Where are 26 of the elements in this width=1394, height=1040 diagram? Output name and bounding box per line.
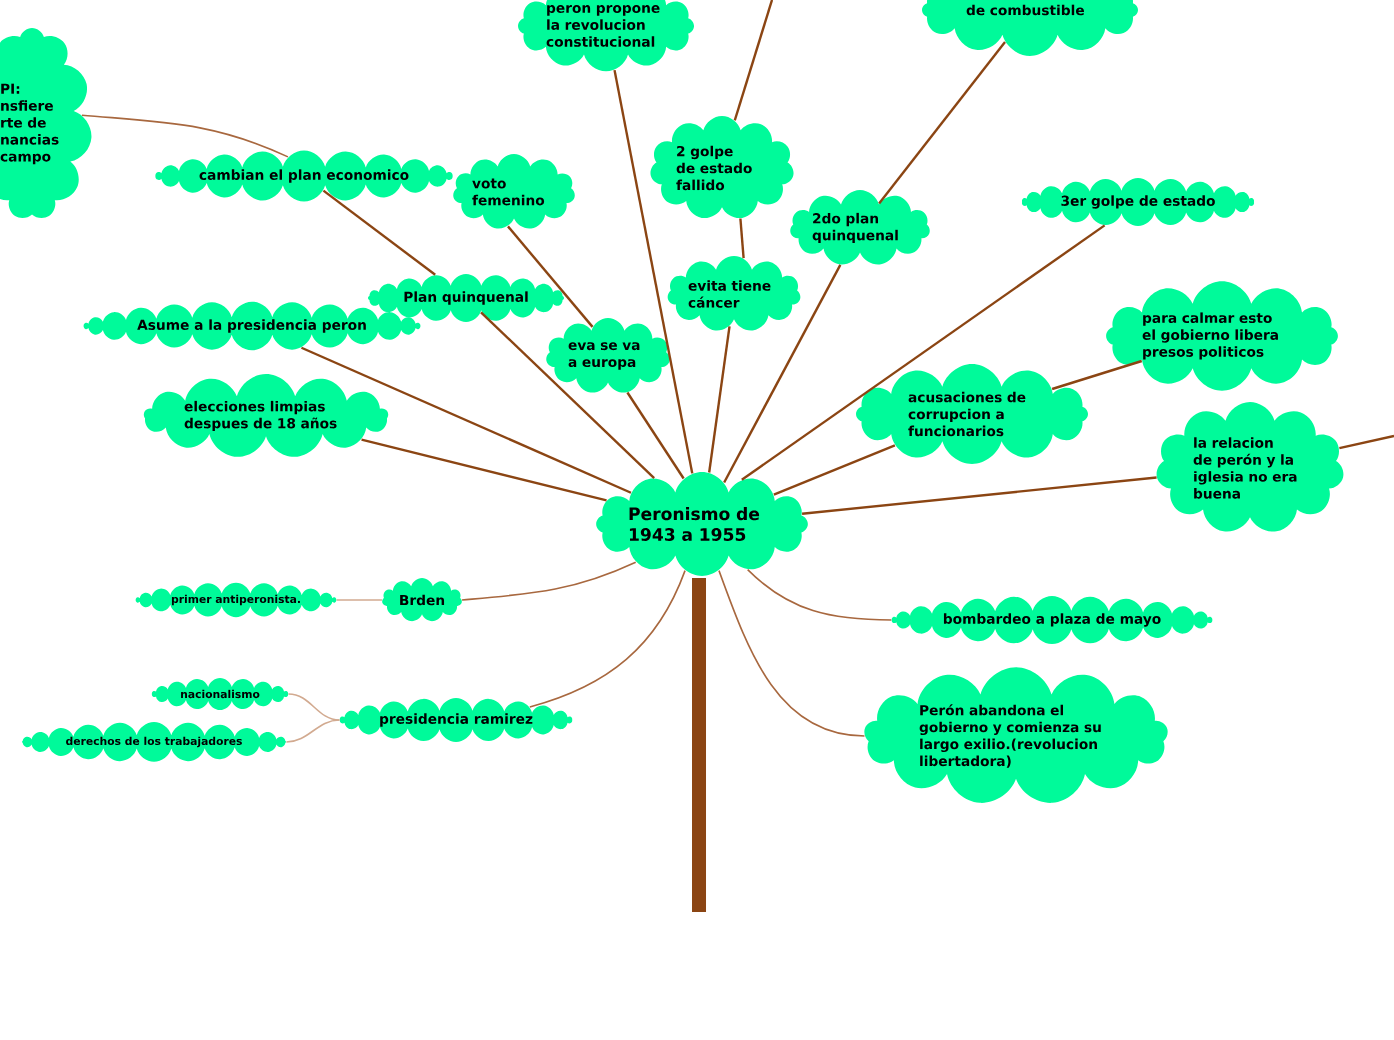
connector-line [613,69,694,474]
connector-line [361,438,607,502]
connector-line [300,346,632,494]
central-topic-cloud: Peronismo de 1943 a 1955 [596,472,808,576]
connector-line [733,0,774,121]
connector-line [718,569,866,737]
connector-line [723,264,842,484]
connector-line [81,114,289,158]
connector-line [739,218,745,259]
connector-line [507,225,594,328]
connector-line [1051,359,1143,391]
connector-line [773,444,896,496]
connector-line [287,693,341,721]
connector-line [1339,434,1394,450]
connector-line [285,719,341,743]
connector-line [461,561,637,601]
connector-line [741,224,1106,481]
connector-line [746,568,893,621]
connector-line [801,476,1157,515]
connector-line [322,189,436,276]
connector-line [529,569,686,708]
connector-line [480,311,655,480]
connector-line [878,41,1006,205]
connector-line [626,391,685,480]
connector-line [708,326,731,473]
connector-line [335,599,383,601]
